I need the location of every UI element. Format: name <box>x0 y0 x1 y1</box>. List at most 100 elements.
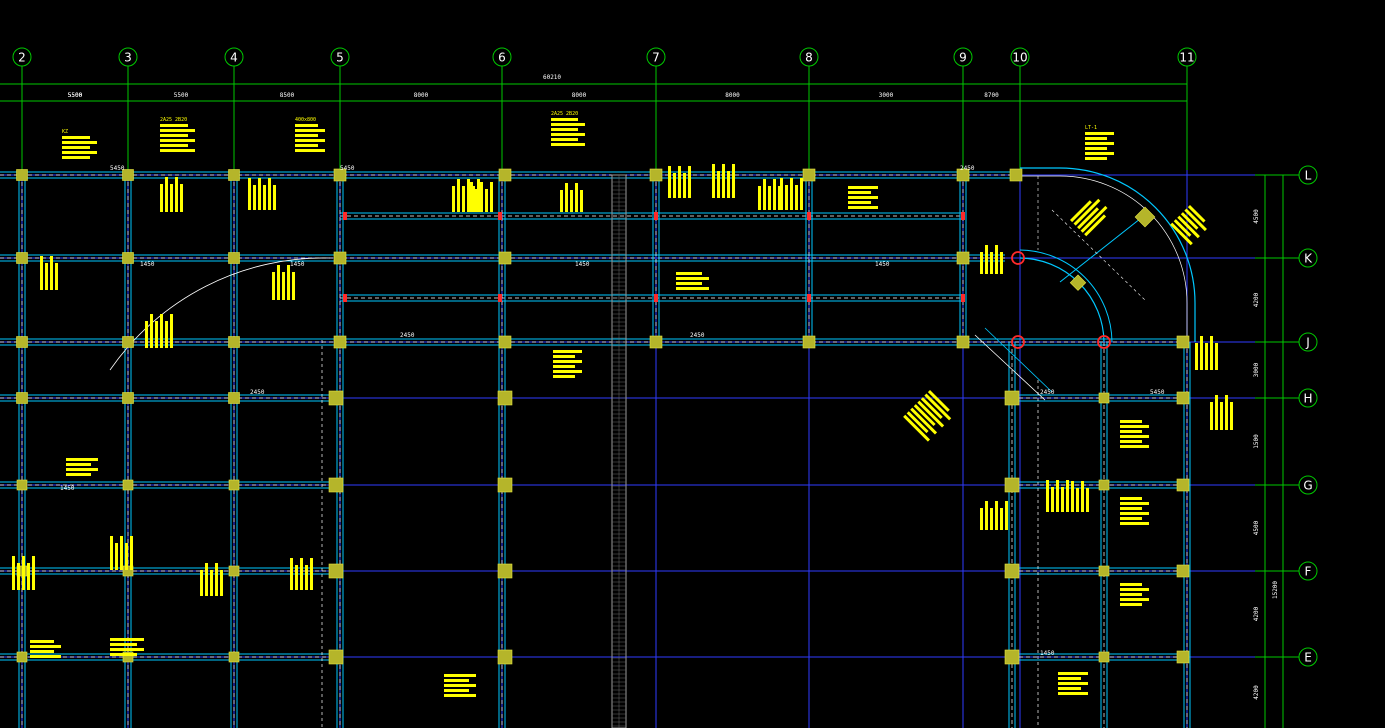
annotation-line <box>1070 200 1092 223</box>
annotation-line <box>1058 672 1088 675</box>
annotation-line <box>1177 215 1200 239</box>
annotation-line <box>1120 512 1149 515</box>
beam-annotation-block <box>560 183 583 212</box>
annotation-line <box>62 156 90 159</box>
annotation-line <box>551 138 578 141</box>
annotation-line <box>1056 480 1059 512</box>
annotation-line <box>676 282 702 285</box>
axis-bubble-L: L <box>1290 165 1318 185</box>
beam-annotation-block <box>40 256 58 290</box>
axis-bubble-label: 7 <box>652 51 660 65</box>
bay-dimension-label: 3000 <box>879 92 894 99</box>
right-dimension-label: 4500 <box>1253 520 1260 535</box>
annotation-line <box>40 256 43 290</box>
annotation-line <box>287 265 290 300</box>
annotation-line <box>295 124 318 127</box>
annotation-line <box>30 655 61 658</box>
annotation-line <box>1200 336 1203 370</box>
rebar-ring-mark <box>1097 335 1111 349</box>
beam-annotation-block <box>1210 395 1233 430</box>
annotation-line <box>480 182 483 212</box>
beam-annotation-block <box>758 179 781 210</box>
annotation-line <box>467 179 470 212</box>
annotation-line <box>268 178 271 210</box>
bay-dimension-label: 8700 <box>984 92 999 99</box>
annotation-line <box>732 164 735 198</box>
annotation-line <box>1225 395 1228 430</box>
column-10L <box>1009 168 1023 182</box>
beam-annotation-block <box>668 166 691 198</box>
annotation-line <box>295 129 325 132</box>
annotation-line <box>773 179 776 210</box>
annotation-line <box>170 314 173 348</box>
bay-dimension-label: 8500 <box>280 92 295 99</box>
annotation-line <box>66 468 98 471</box>
annotation-line <box>470 182 473 212</box>
beam-dimension-tag: 5450 <box>1150 389 1165 396</box>
column-5G <box>328 477 344 493</box>
annotation-label: KZ <box>62 129 68 135</box>
annotation-line <box>110 648 144 651</box>
beam-annotation-block <box>1195 336 1218 370</box>
column-11E <box>1176 650 1190 664</box>
annotation-line <box>995 245 998 274</box>
axis-bubble-circle <box>118 47 138 67</box>
beam-dimension-tag: 1450 <box>1040 650 1055 657</box>
column-curve-inner <box>1069 274 1087 291</box>
beam-end-mark <box>961 212 965 220</box>
annotation-line <box>1120 430 1142 433</box>
annotation-line <box>1058 677 1081 680</box>
axis-bubble-circle <box>799 47 819 67</box>
right-dimension-label: 4200 <box>1253 685 1260 700</box>
annotation-line <box>452 186 455 212</box>
annotation-line <box>282 272 285 300</box>
beam-end-mark <box>961 294 965 302</box>
beam-annotation-block <box>780 178 803 210</box>
annotation-line <box>62 146 90 149</box>
beam-annotation-block <box>160 124 195 152</box>
beam-end-mark <box>343 294 347 302</box>
annotation-line <box>1061 487 1064 512</box>
column-5L <box>333 168 347 182</box>
annotation-line <box>150 314 153 348</box>
annotation-line <box>1085 157 1107 160</box>
axis-bubble-label: 5 <box>336 51 344 65</box>
annotation-line <box>1051 487 1054 512</box>
beam-end-mark <box>654 212 658 220</box>
annotation-line <box>1120 497 1142 500</box>
annotation-line <box>295 134 318 137</box>
beam-annotation-block <box>66 458 98 476</box>
annotation-line <box>295 139 325 142</box>
beam-annotation-block <box>295 124 325 152</box>
column-3L <box>122 169 134 181</box>
annotation-line <box>906 411 929 434</box>
annotation-line <box>277 265 280 300</box>
annotation-line <box>1120 420 1142 423</box>
diagonal-beam <box>984 327 1053 393</box>
axis-bubble-E: E <box>1290 647 1318 667</box>
column-3J <box>122 336 134 348</box>
annotation-line <box>1081 481 1084 512</box>
axis-bubble-label: 4 <box>230 51 238 65</box>
annotation-line <box>30 640 54 643</box>
beam-annotation-block <box>1120 420 1149 448</box>
annotation-line <box>62 141 97 144</box>
annotation-line <box>785 185 788 210</box>
beam-end-mark <box>654 294 658 302</box>
column-4K <box>228 252 240 264</box>
annotation-line <box>1000 508 1003 530</box>
annotation-line <box>1120 598 1149 601</box>
axis-bubble-7: 7 <box>646 47 666 67</box>
annotation-line <box>676 277 709 280</box>
annotation-line <box>160 139 195 142</box>
column-4H <box>228 392 240 404</box>
annotation-line <box>553 370 582 373</box>
beam-annotation-block <box>1120 497 1149 525</box>
axis-bubble-label: 11 <box>1179 51 1194 65</box>
annotation-line <box>910 407 938 435</box>
beam-annotation-block <box>160 177 183 212</box>
annotation-line <box>115 543 118 570</box>
axis-bubble-label: 9 <box>959 51 967 65</box>
annotation-line <box>1120 593 1142 596</box>
annotation-line <box>50 256 53 290</box>
